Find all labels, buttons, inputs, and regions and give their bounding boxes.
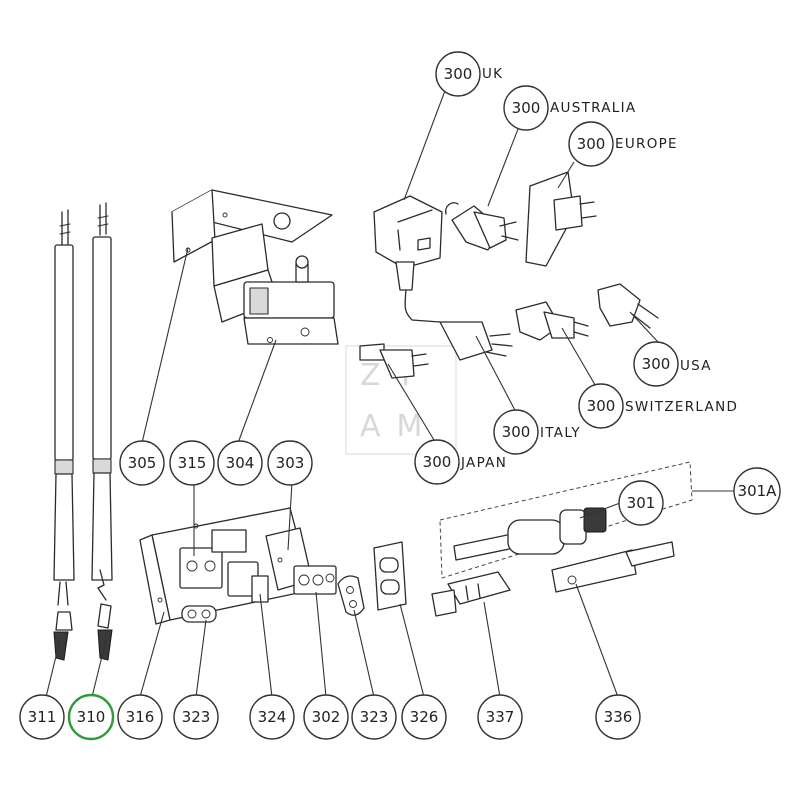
callout-number: 300 <box>587 397 616 415</box>
callout-323-left[interactable]: 323 <box>173 694 219 740</box>
callout-336[interactable]: 336 <box>595 694 641 740</box>
heating-element-311[interactable] <box>53 209 75 661</box>
callout-number: 326 <box>410 708 439 726</box>
callout-310[interactable]: 310 <box>67 693 115 741</box>
callout-305[interactable]: 305 <box>119 440 165 486</box>
callout-301[interactable]: 301 <box>618 480 664 526</box>
callout-number: 323 <box>360 708 389 726</box>
connector-337[interactable] <box>431 571 511 617</box>
callout-number: 324 <box>258 708 287 726</box>
heating-element-310[interactable] <box>91 202 113 661</box>
terminal-block-315[interactable] <box>179 529 247 589</box>
cable-clamp-323-right[interactable] <box>337 575 365 616</box>
cable-clamp-323-left[interactable] <box>181 605 217 623</box>
callout-302[interactable]: 302 <box>303 694 349 740</box>
callout-number: 323 <box>182 708 211 726</box>
callout-number: 300 <box>512 99 541 117</box>
callout-311[interactable]: 311 <box>19 694 65 740</box>
callout-number: 316 <box>126 708 155 726</box>
callout-323-right[interactable]: 323 <box>351 694 397 740</box>
callout-caption: EUROPE <box>615 136 678 152</box>
callout-caption: UK <box>482 66 503 82</box>
callout-number: 301 <box>627 494 656 512</box>
plug-uk[interactable] <box>373 195 443 323</box>
callout-number: 303 <box>276 454 305 472</box>
callout-number: 300 <box>577 135 606 153</box>
callout-caption: SWITZERLAND <box>625 399 738 415</box>
callout-300-europe[interactable]: 300 EUROPE <box>568 121 678 167</box>
callout-caption: USA <box>680 358 712 374</box>
component-336[interactable] <box>551 541 675 593</box>
callout-caption: JAPAN <box>460 455 507 471</box>
callout-300-italy[interactable]: 300 ITALY <box>493 409 581 455</box>
callout-caption: AUSTRALIA <box>550 100 636 116</box>
relay-component[interactable] <box>227 561 269 603</box>
solenoid-valve-304[interactable] <box>211 223 339 345</box>
callout-number: 304 <box>226 454 255 472</box>
plug-usa[interactable] <box>597 283 659 329</box>
callout-number: 311 <box>28 708 57 726</box>
callout-301a[interactable]: 301A <box>733 467 781 515</box>
callout-303[interactable]: 303 <box>267 440 313 486</box>
callout-300-uk[interactable]: 300 UK <box>435 51 503 97</box>
callout-300-usa[interactable]: 300 USA <box>633 341 712 387</box>
connector-301[interactable] <box>453 507 607 561</box>
plug-europe[interactable] <box>525 171 597 267</box>
callout-315[interactable]: 315 <box>169 440 215 486</box>
switch-plate-326[interactable] <box>373 541 407 611</box>
callout-number: 305 <box>128 454 157 472</box>
leader-lines <box>45 87 735 698</box>
callout-326[interactable]: 326 <box>401 694 447 740</box>
terminal-block-302[interactable] <box>293 565 337 595</box>
callout-number: 310 <box>77 708 106 726</box>
callout-number: 302 <box>312 708 341 726</box>
plug-australia[interactable] <box>445 202 519 251</box>
callout-caption: ITALY <box>540 425 581 441</box>
callout-337[interactable]: 337 <box>477 694 523 740</box>
callout-324[interactable]: 324 <box>249 694 295 740</box>
callout-number: 337 <box>486 708 515 726</box>
callout-number: 300 <box>444 65 473 83</box>
callout-number: 300 <box>502 423 531 441</box>
callout-300-australia[interactable]: 300 AUSTRALIA <box>503 85 636 131</box>
plug-switzerland[interactable] <box>515 301 589 341</box>
callout-number: 336 <box>604 708 633 726</box>
watermark-line-2: AM <box>360 409 438 444</box>
bracket-305[interactable] <box>171 189 333 263</box>
callout-number: 315 <box>178 454 207 472</box>
callout-304[interactable]: 304 <box>217 440 263 486</box>
callout-300-switzerland[interactable]: 300 SWITZERLAND <box>578 383 738 429</box>
plug-italy[interactable] <box>439 321 513 361</box>
callout-316[interactable]: 316 <box>117 694 163 740</box>
callout-number: 300 <box>642 355 671 373</box>
assembly-301a-boundary <box>439 461 693 579</box>
callout-number: 301A <box>738 482 778 500</box>
plug-japan[interactable] <box>359 343 429 379</box>
callout-300-japan[interactable]: 300 JAPAN <box>414 439 507 485</box>
callout-number: 300 <box>423 453 452 471</box>
